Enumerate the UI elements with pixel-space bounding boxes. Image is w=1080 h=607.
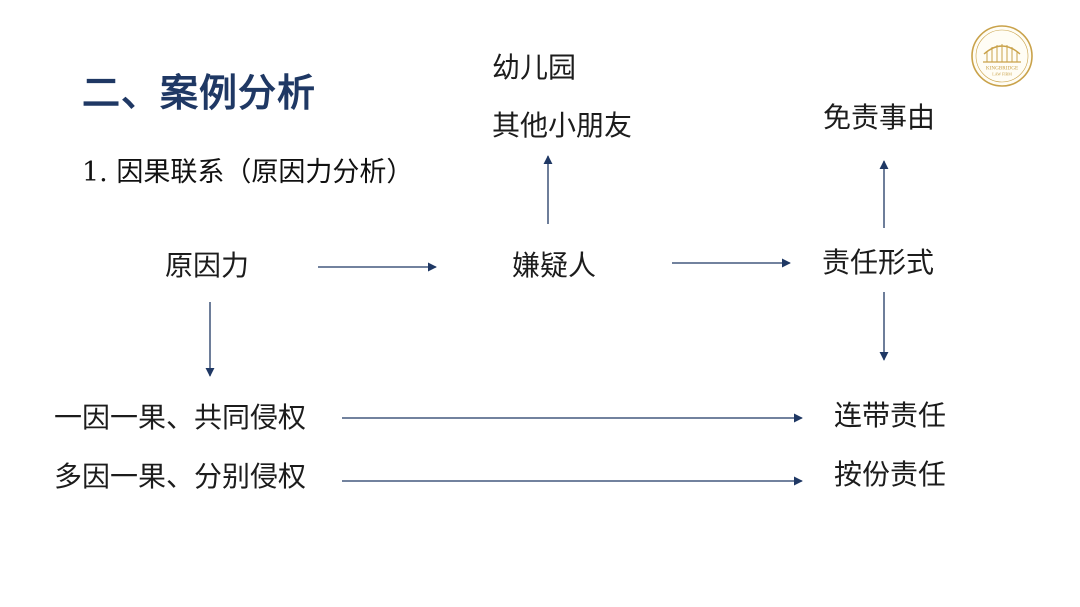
node-one-cause-joint: 一因一果、共同侵权 [54, 401, 307, 434]
slide-subtitle: 1. 因果联系（原因力分析） [82, 157, 414, 188]
node-liability-form: 责任形式 [822, 246, 935, 279]
node-cause-force: 原因力 [165, 249, 250, 282]
slide-title: 二、案例分析 [82, 71, 317, 115]
node-kindergarten: 幼儿园 [492, 51, 577, 84]
node-exemption: 免责事由 [823, 101, 936, 134]
logo-text-bottom: LAW FIRM [992, 72, 1012, 77]
node-suspect: 嫌疑人 [512, 249, 597, 282]
node-proportional-liability: 按份责任 [834, 458, 947, 491]
node-joint-liability: 连带责任 [834, 399, 947, 432]
node-many-causes-separate: 多因一果、分别侵权 [54, 460, 307, 493]
logo-text-top: KINGBRIDGE [986, 66, 1018, 72]
node-other-children: 其他小朋友 [492, 109, 633, 142]
kingbridge-law-firm-logo: KINGBRIDGE LAW FIRM [971, 25, 1033, 87]
